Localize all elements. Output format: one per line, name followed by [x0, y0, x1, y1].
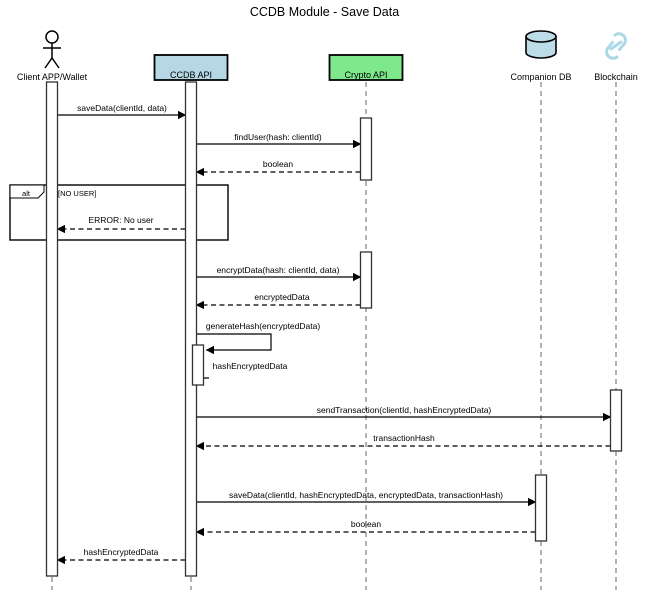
- message-label-m9: sendTransaction(clientId, hashEncryptedD…: [316, 405, 492, 415]
- alt-fragment-operator-label: alt: [22, 189, 30, 198]
- message-arrow-m7: [196, 333, 272, 355]
- activation-bar-ccdb: [184, 81, 198, 577]
- alt-fragment-guard-label: [NO USER]: [58, 189, 97, 198]
- activation-bar-ccdb: [191, 344, 205, 386]
- alt-fragment-operator-pentagon: [9, 184, 45, 199]
- actor-leg-left-icon: [44, 57, 53, 69]
- participant-head-crypto[interactable]: [328, 54, 404, 81]
- chain-link-upper-icon: [613, 32, 627, 51]
- message-label-m2: findUser(hash: clientId): [234, 132, 322, 142]
- messages-layer: [56, 110, 612, 565]
- participant-label-client: Client APP/Wallet: [16, 72, 88, 82]
- participant-label-blockchain: Blockchain: [594, 72, 638, 82]
- alt-fragment-box: [9, 184, 229, 241]
- participant-head-client[interactable]: [43, 30, 61, 69]
- participant-label-ccdb: CCDB API: [169, 70, 213, 80]
- participant-head-companion[interactable]: [525, 30, 557, 59]
- database-top-icon: [525, 30, 557, 43]
- lifelines-layer: [51, 82, 617, 590]
- activation-bar-crypto: [359, 251, 373, 309]
- message-label-m6: encryptedData: [254, 292, 310, 302]
- participant-label-crypto: Crypto API: [344, 70, 388, 80]
- activation-bar-client: [45, 81, 59, 577]
- participant-label-companion: Companion DB: [510, 72, 572, 82]
- message-label-m5: encryptData(hash: clientId, data): [216, 265, 340, 275]
- message-label-m1: saveData(clientId, data): [77, 103, 167, 113]
- participant-box-ccdb: [153, 54, 229, 81]
- message-label-m3: boolean: [262, 159, 294, 169]
- actor-leg-right-icon: [51, 57, 60, 69]
- message-label-m4: ERROR: No user: [88, 215, 154, 225]
- participant-head-blockchain[interactable]: [605, 32, 627, 60]
- message-label-m8: hashEncryptedData: [212, 361, 288, 371]
- activations-layer: [45, 81, 623, 577]
- activation-bar-blockchain: [609, 389, 623, 452]
- message-label-m10: transactionHash: [373, 433, 435, 443]
- activation-bar-crypto: [359, 117, 373, 181]
- activation-bar-companion: [534, 474, 548, 542]
- message-label-m7: generateHash(encryptedData): [205, 321, 321, 331]
- page-title: CCDB Module - Save Data: [249, 5, 400, 19]
- fragment-layer: [9, 184, 229, 241]
- participant-box-crypto: [328, 54, 404, 81]
- chain-link-bar-icon: [609, 40, 623, 51]
- message-label-m12: boolean: [350, 519, 382, 529]
- chain-link-lower-icon: [605, 41, 619, 60]
- participant-head-ccdb[interactable]: [153, 54, 229, 81]
- message-label-m11: saveData(clientId, hashEncryptedData, en…: [228, 490, 504, 500]
- message-label-m13: hashEncryptedData: [83, 547, 159, 557]
- actor-head-icon: [45, 30, 59, 44]
- participant-heads-layer: [43, 30, 627, 81]
